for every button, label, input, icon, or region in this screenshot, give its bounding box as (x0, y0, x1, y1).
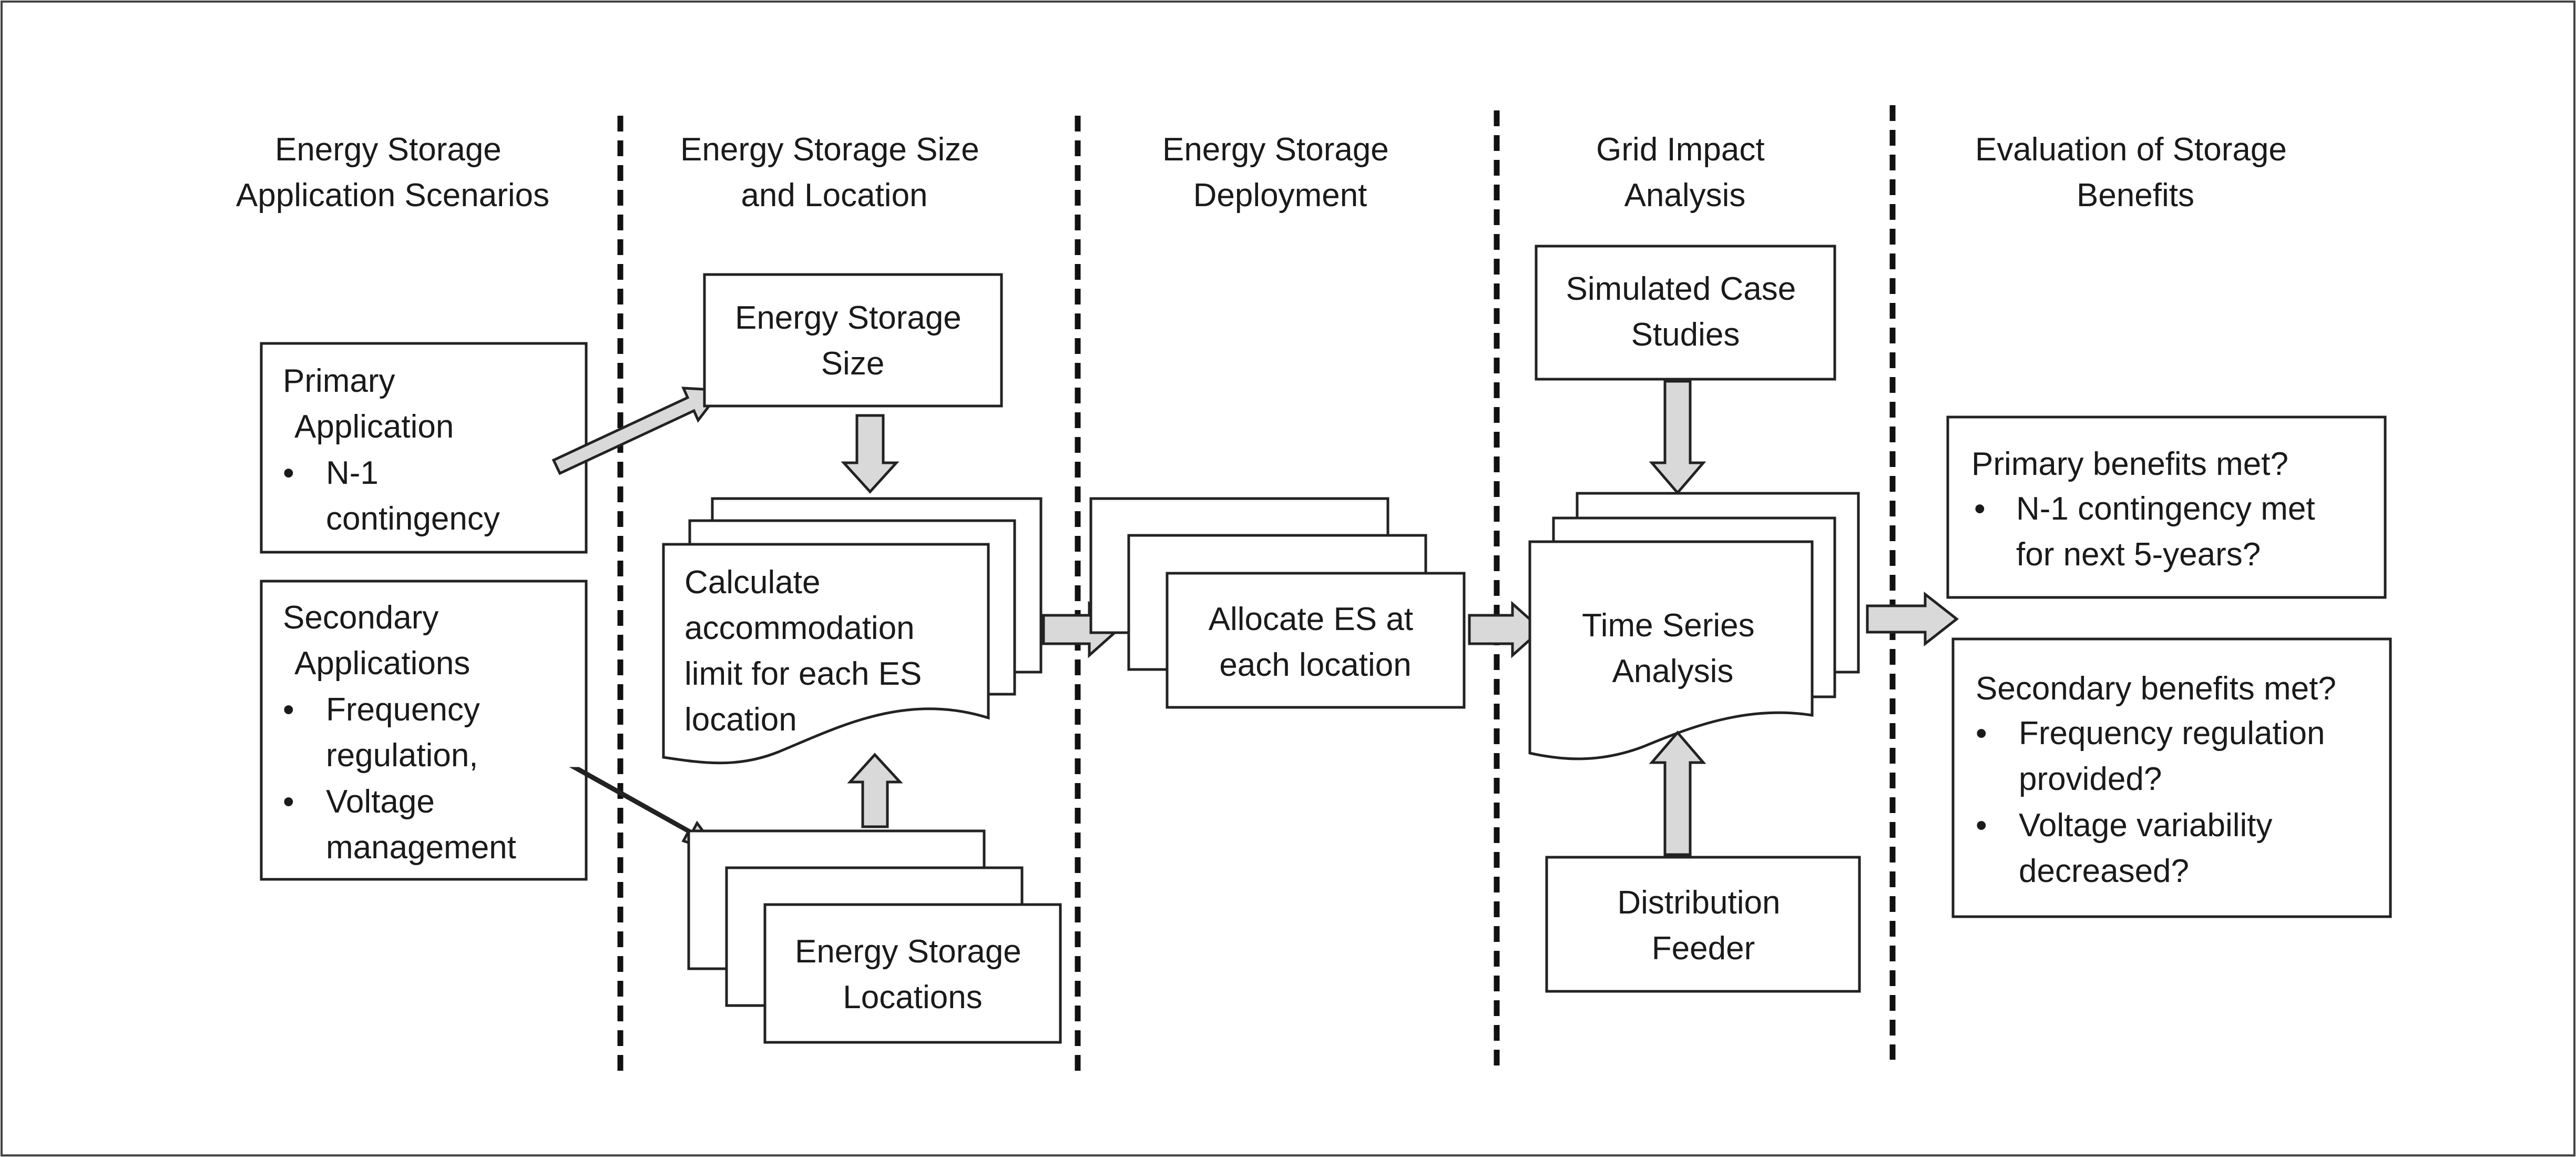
primary-benefits-bullet-n1: N-1 contingency met for next 5-years? (2016, 491, 2324, 573)
arrow-timeseries-to-benefits (1866, 591, 1959, 647)
primary-application-bullet-n1: N-1 contingency (326, 455, 500, 537)
bullet-glyph: • (283, 784, 294, 820)
distribution-feeder-box: Distribution Feeder (1545, 856, 1861, 993)
es-locations-label: Energy Storage Locations (795, 933, 1030, 1016)
arrow-primary-to-size (551, 387, 724, 475)
es-locations-stack: Energy Storage Locations (687, 829, 1062, 1044)
simulated-cases-box: Simulated Case Studies (1535, 245, 1836, 381)
column-header-application-scenarios: Energy Storage Application Scenarios (236, 131, 549, 214)
calc-limit-label: Calculate accommodation limit for each E… (684, 564, 931, 738)
secondary-applications-bullet-voltage: Voltage management (326, 784, 516, 866)
secondary-applications-box: Secondary Applications • Frequency regul… (260, 580, 588, 881)
time-series-label: Time Series Analysis (1582, 607, 1764, 689)
secondary-applications-bullet-frequency: Frequency regulation, (326, 692, 489, 774)
arrow-feeder-to-timeseries (1649, 730, 1706, 856)
secondary-benefits-bullet-voltage: Voltage variability decreased? (2019, 807, 2282, 889)
arrow-cases-to-timeseries (1649, 380, 1706, 495)
column-header-deployment: Energy Storage Deployment (1162, 131, 1398, 214)
primary-application-title: Primary Application (283, 363, 454, 445)
primary-benefits-title: Primary benefits met? (1971, 446, 2288, 482)
time-series-stack: Time Series Analysis (1528, 492, 1860, 760)
calc-limit-stack: Calculate accommodation limit for each E… (662, 497, 1042, 765)
arrow-locations-to-calc (847, 753, 903, 828)
primary-benefits-box: Primary benefits met? • N-1 contingency … (1946, 415, 2387, 599)
column-header-size-location: Energy Storage Size and Location (680, 131, 988, 214)
column-header-evaluation: Evaluation of Storage Benefits (1975, 131, 2296, 214)
bullet-glyph: • (283, 455, 294, 491)
bullet-glyph: • (1976, 807, 1987, 844)
arrow-allocate-to-timeseries (1468, 601, 1543, 658)
arrow-size-to-calc (841, 414, 899, 494)
es-size-label: Energy Storage Size (735, 300, 970, 382)
distribution-feeder-label: Distribution Feeder (1617, 885, 1789, 967)
secondary-applications-title: Secondary Applications (283, 600, 470, 682)
secondary-benefits-title: Secondary benefits met? (1976, 671, 2336, 707)
allocate-label: Allocate ES at each location (1209, 601, 1423, 683)
secondary-benefits-bullet-frequency: Frequency regulation provided? (2019, 715, 2334, 797)
bullet-glyph: • (1976, 715, 1987, 752)
column-header-grid-impact: Grid Impact Analysis (1596, 131, 1774, 214)
secondary-benefits-box: Secondary benefits met? • Frequency regu… (1951, 637, 2392, 918)
bullet-glyph: • (1974, 491, 1986, 527)
es-size-box: Energy Storage Size (703, 273, 1003, 408)
primary-application-box: Primary Application • N-1 contingency (260, 342, 588, 554)
simulated-cases-label: Simulated Case Studies (1566, 271, 1805, 353)
allocate-stack: Allocate ES at each location (1089, 497, 1466, 709)
bullet-glyph: • (283, 692, 294, 728)
